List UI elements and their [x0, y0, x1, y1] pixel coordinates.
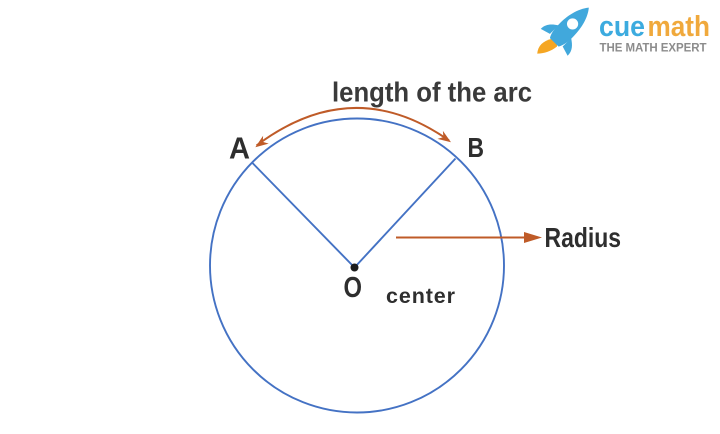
svg-text:A: A: [229, 131, 250, 166]
svg-text:center: center: [386, 284, 456, 308]
svg-text:B: B: [468, 132, 485, 163]
svg-text:math: math: [648, 11, 711, 43]
svg-text:cue: cue: [599, 11, 645, 43]
svg-text:THE MATH EXPERT: THE MATH EXPERT: [600, 43, 707, 55]
svg-text:length of the arc: length of the arc: [332, 77, 532, 108]
svg-text:Radius: Radius: [545, 222, 622, 253]
svg-text:O: O: [344, 272, 363, 304]
